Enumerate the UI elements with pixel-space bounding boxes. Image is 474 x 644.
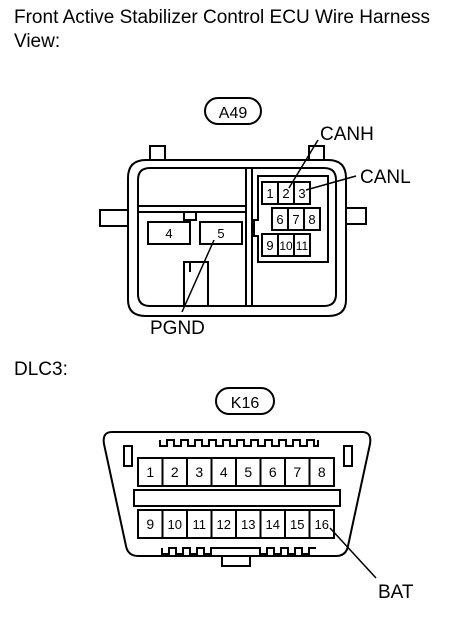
dlc3-key-slot-left [123, 445, 133, 467]
dlc3-pin-label: 14 [266, 517, 280, 532]
dlc3-pin-label: 13 [241, 517, 255, 532]
dlc3-bottom-serration [161, 547, 316, 555]
dlc3-pin-label: 6 [269, 464, 277, 480]
dlc3-pin-label: 9 [146, 516, 154, 532]
dlc3-top-serration [159, 439, 319, 447]
dlc3-title: DLC3: [14, 359, 68, 380]
dlc3-middle-strip [133, 489, 341, 507]
dlc3-outer-shell [102, 431, 372, 557]
ecu-right-cavity [253, 175, 329, 263]
dlc3-connector-label: K16 [231, 395, 260, 412]
ecu-pin-label: 7 [292, 212, 299, 227]
dlc3-pin-label: 11 [193, 517, 207, 532]
ecu-pin-label: 10 [279, 239, 293, 253]
ecu-pin-label: 1 [266, 186, 273, 201]
ecu-pin-cell [293, 181, 311, 205]
ecu-connector-label: A49 [219, 105, 248, 122]
dlc3-pin-label: 4 [220, 464, 228, 480]
serration-edge [161, 547, 316, 555]
ecu-pin-cell [147, 221, 191, 245]
ecu-pin-cells [147, 181, 321, 257]
bat-label: BAT [378, 582, 414, 603]
ecu-pin-label: 6 [276, 212, 283, 227]
ecu-pin-label: 11 [296, 239, 309, 253]
diagram-title: Front Active Stabilizer Control ECU Wire… [14, 7, 431, 52]
ecu-side-latch-right [346, 207, 367, 225]
ecu-connector-badge [204, 97, 262, 125]
dlc3-pin-label: 7 [293, 464, 301, 480]
canh-label: CANH [320, 124, 374, 145]
dlc3-pin-label: 12 [217, 517, 231, 532]
dlc3-pin-cells [137, 457, 335, 539]
ecu-connector-outer-shell [127, 159, 347, 317]
ecu-pin-label: 5 [217, 226, 224, 241]
ecu-pin-label: 8 [308, 212, 315, 227]
ecu-top-tab-right [308, 145, 325, 160]
canl-leader-line [305, 175, 357, 191]
ecu-pin-label: 3 [298, 186, 305, 201]
ecu-pin-cell [199, 221, 243, 245]
canl-label: CANL [360, 167, 411, 188]
bat-leader-line [329, 527, 377, 579]
ecu-pin-cell [303, 207, 321, 231]
dlc3-pin-label: 2 [171, 464, 179, 480]
dlc3-connector-badge [215, 387, 275, 415]
ecu-pin-label: 9 [266, 238, 273, 253]
dlc3-bottom-notch [221, 556, 251, 567]
pgnd-leader-line [181, 239, 215, 313]
ecu-pin-label: 4 [165, 226, 172, 241]
dlc3-pin-label: 5 [244, 464, 252, 480]
dlc3-pin-label: 16 [315, 517, 329, 532]
ecu-pin-cell [293, 233, 311, 257]
pgnd-label: PGND [150, 318, 205, 339]
serration-edge [159, 439, 319, 447]
ecu-key-notch-bottom [183, 261, 209, 306]
dlc3-pin-label: 10 [168, 517, 182, 532]
ecu-key-notch-top [183, 212, 197, 221]
ecu-side-latch-left [99, 209, 128, 227]
canh-leader-line [288, 139, 319, 189]
ecu-connector-a49 [99, 97, 367, 317]
dlc3-pin-cell [308, 457, 335, 487]
dlc3-pin-label: 15 [290, 517, 304, 532]
ecu-pin-label: 2 [282, 186, 289, 201]
ecu-top-tab-left [149, 145, 166, 160]
dlc3-key-slot-right [343, 445, 353, 467]
dlc3-connector-k16 [102, 387, 372, 567]
dlc3-pin-label: 3 [195, 464, 203, 480]
dlc3-pin-cell [308, 509, 335, 539]
ecu-connector-inner-housing [137, 167, 337, 307]
dlc3-pin-label: 8 [318, 464, 326, 480]
dlc3-pin-label: 1 [146, 464, 154, 480]
